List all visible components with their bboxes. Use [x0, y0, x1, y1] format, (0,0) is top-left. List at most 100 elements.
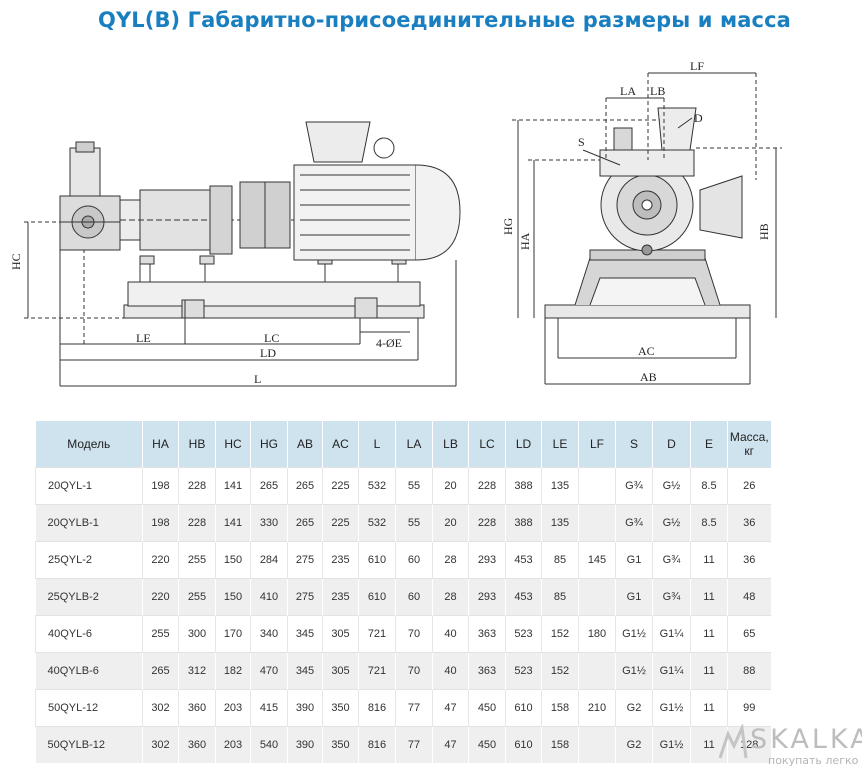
value-cell: 228	[178, 467, 216, 505]
value-cell: 532	[358, 504, 396, 542]
value-cell: 88	[727, 652, 771, 690]
value-cell: 228	[178, 504, 216, 542]
value-cell: 540	[250, 726, 288, 763]
label-lf: LF	[690, 59, 704, 73]
value-cell: G¾	[615, 504, 653, 542]
value-cell: 523	[505, 615, 542, 653]
value-cell: 610	[358, 541, 396, 579]
value-cell: 85	[541, 578, 579, 616]
value-cell: 340	[250, 615, 288, 653]
value-cell	[578, 726, 616, 763]
value-cell: 55	[395, 467, 433, 505]
column-header: LB	[432, 421, 469, 468]
value-cell: 48	[727, 578, 771, 616]
value-cell: 816	[358, 726, 396, 763]
value-cell: G1	[615, 541, 653, 579]
value-cell: 390	[287, 689, 323, 727]
value-cell: 360	[178, 689, 216, 727]
value-cell: G½	[652, 504, 691, 542]
value-cell	[578, 504, 616, 542]
pump-drawing-svg: HC LE LC LD L 4-ØE LF LA LB S D HG HA HB…	[9, 59, 782, 387]
label-la: LA	[620, 84, 636, 98]
value-cell: 152	[541, 615, 579, 653]
value-cell: 450	[468, 726, 506, 763]
value-cell: 20	[432, 504, 469, 542]
value-cell: 11	[690, 689, 728, 727]
value-cell: 203	[215, 689, 251, 727]
value-cell: 55	[395, 504, 433, 542]
value-cell: 11	[690, 652, 728, 690]
value-cell: 816	[358, 689, 396, 727]
value-cell: 47	[432, 689, 469, 727]
value-cell: 70	[395, 615, 433, 653]
column-header: HA	[142, 421, 179, 468]
value-cell: 350	[322, 689, 359, 727]
label-l: L	[254, 372, 261, 386]
value-cell: 255	[142, 615, 179, 653]
value-cell: 11	[690, 615, 728, 653]
value-cell: 99	[727, 689, 771, 727]
label-ha: HA	[518, 232, 532, 250]
column-header: LF	[578, 421, 616, 468]
value-cell: 85	[541, 541, 579, 579]
value-cell: 360	[178, 726, 216, 763]
column-header: Модель	[35, 421, 143, 468]
value-cell: 312	[178, 652, 216, 690]
value-cell: 225	[322, 467, 359, 505]
value-cell: 345	[287, 615, 323, 653]
model-cell: 50QYL-12	[35, 689, 143, 727]
label-d: D	[694, 111, 703, 125]
value-cell: 390	[287, 726, 323, 763]
value-cell: 330	[250, 504, 288, 542]
value-cell: 8.5	[690, 467, 728, 505]
column-header: D	[652, 421, 691, 468]
value-cell: 363	[468, 652, 506, 690]
value-cell: 20	[432, 467, 469, 505]
value-cell: 225	[322, 504, 359, 542]
value-cell: 302	[142, 689, 179, 727]
column-header: AB	[287, 421, 323, 468]
page-title: QYL(B) Габаритно-присоединительные разме…	[98, 8, 791, 32]
value-cell: 65	[727, 615, 771, 653]
value-cell: 610	[505, 689, 542, 727]
value-cell: 158	[541, 726, 579, 763]
discharge-port	[657, 107, 697, 151]
column-header: HB	[178, 421, 216, 468]
column-header: S	[615, 421, 653, 468]
value-cell: 152	[541, 652, 579, 690]
suction-port	[613, 127, 633, 151]
column-header: L	[358, 421, 396, 468]
label-ac: AC	[638, 344, 655, 358]
value-cell: 532	[358, 467, 396, 505]
column-header: LA	[395, 421, 433, 468]
terminal-box	[305, 121, 371, 163]
value-cell: 453	[505, 541, 542, 579]
value-cell: 415	[250, 689, 288, 727]
value-cell: G1½	[652, 689, 691, 727]
value-cell: 220	[142, 541, 179, 579]
value-cell: 128	[727, 726, 771, 763]
value-cell: 305	[322, 652, 359, 690]
value-cell: 40	[432, 652, 469, 690]
value-cell: G½	[652, 467, 691, 505]
value-cell: 40	[432, 615, 469, 653]
value-cell: G1½	[615, 615, 653, 653]
label-hg: HG	[501, 217, 515, 235]
label-hb: HB	[757, 223, 771, 240]
value-cell: 170	[215, 615, 251, 653]
label-ab: AB	[640, 370, 657, 384]
value-cell: 275	[287, 578, 323, 616]
value-cell: 293	[468, 578, 506, 616]
value-cell: 363	[468, 615, 506, 653]
value-cell: 293	[468, 541, 506, 579]
value-cell: 265	[287, 504, 323, 542]
value-cell: G2	[615, 726, 653, 763]
